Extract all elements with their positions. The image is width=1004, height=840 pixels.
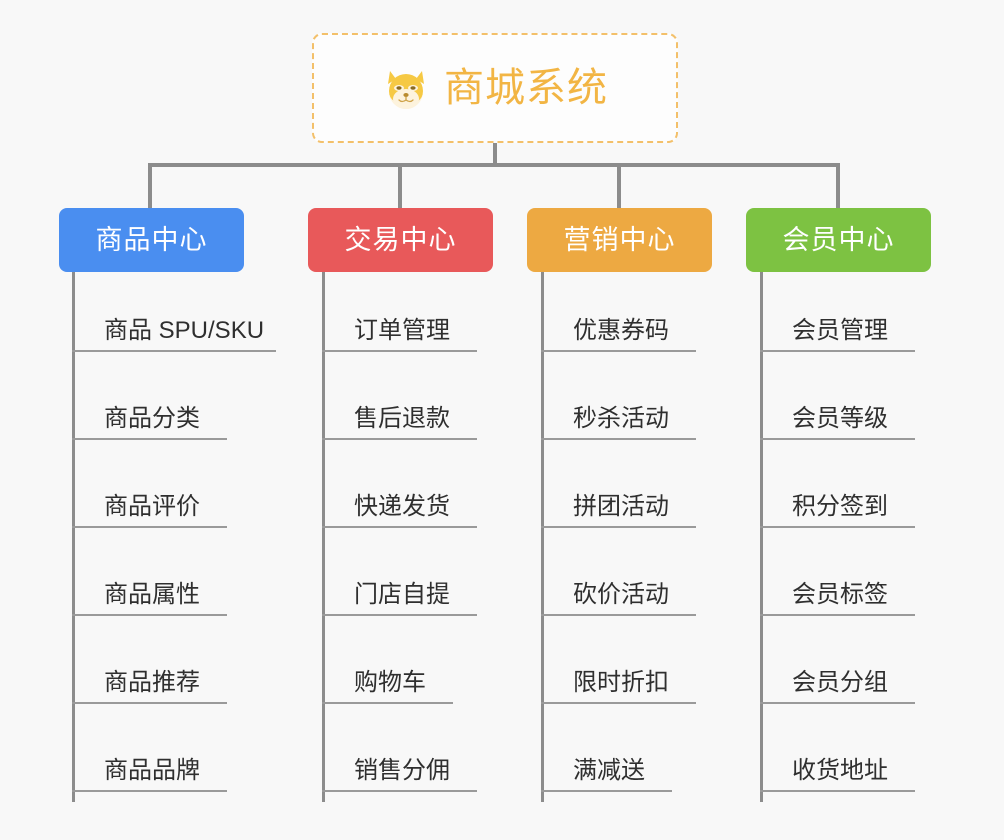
- leaf-underline: [541, 350, 696, 352]
- category-box-product-center[interactable]: 商品中心: [59, 208, 244, 272]
- list-item[interactable]: 快递发货: [322, 440, 477, 528]
- leaf-label: 限时折扣: [573, 669, 669, 696]
- leaf-label: 砍价活动: [573, 581, 669, 608]
- list-item[interactable]: 商品品牌: [72, 704, 227, 792]
- leaf-label: 积分签到: [792, 493, 888, 520]
- list-item[interactable]: 拼团活动: [541, 440, 696, 528]
- leaf-label: 优惠券码: [573, 317, 669, 344]
- list-item[interactable]: 会员管理: [760, 264, 915, 352]
- leaf-spine-product-center: [72, 272, 75, 802]
- list-item[interactable]: 商品分类: [72, 352, 227, 440]
- leaf-underline: [541, 614, 696, 616]
- category-box-member-center[interactable]: 会员中心: [746, 208, 931, 272]
- leaf-label: 快递发货: [354, 493, 450, 520]
- leaf-label: 订单管理: [354, 317, 450, 344]
- category-label: 交易中心: [344, 224, 457, 255]
- list-item[interactable]: 秒杀活动: [541, 352, 696, 440]
- category-label: 会员中心: [782, 224, 895, 255]
- list-item[interactable]: 商品推荐: [72, 616, 227, 704]
- leaf-label: 会员分组: [792, 669, 888, 696]
- list-item[interactable]: 订单管理: [322, 264, 477, 352]
- list-item[interactable]: 购物车: [322, 616, 453, 704]
- leaf-spine-marketing-center: [541, 272, 544, 802]
- leaf-label: 会员标签: [792, 581, 888, 608]
- category-box-marketing-center[interactable]: 营销中心: [527, 208, 712, 272]
- leaf-label: 商品属性: [104, 581, 200, 608]
- leaf-underline: [541, 438, 696, 440]
- connector-drop-3: [617, 163, 621, 210]
- leaf-label: 售后退款: [354, 405, 450, 432]
- category-box-trade-center[interactable]: 交易中心: [308, 208, 493, 272]
- leaf-underline: [322, 350, 477, 352]
- list-item[interactable]: 会员等级: [760, 352, 915, 440]
- list-item[interactable]: 门店自提: [322, 528, 477, 616]
- leaf-label: 商品评价: [104, 493, 200, 520]
- list-item[interactable]: 砍价活动: [541, 528, 696, 616]
- leaf-underline: [541, 702, 696, 704]
- connector-drop-2: [398, 163, 402, 210]
- leaf-label: 购物车: [354, 669, 426, 696]
- leaf-underline: [72, 350, 276, 352]
- leaf-label: 秒杀活动: [573, 405, 669, 432]
- leaf-underline: [760, 526, 915, 528]
- leaf-underline: [322, 702, 453, 704]
- root-node[interactable]: 商城系统: [312, 33, 678, 143]
- leaf-label: 满减送: [573, 757, 645, 784]
- leaf-spine-trade-center: [322, 272, 325, 802]
- list-item[interactable]: 销售分佣: [322, 704, 477, 792]
- leaf-label: 商品品牌: [104, 757, 200, 784]
- list-item[interactable]: 积分签到: [760, 440, 915, 528]
- category-label: 营销中心: [563, 224, 676, 255]
- list-item[interactable]: 商品属性: [72, 528, 227, 616]
- root-title: 商城系统: [444, 66, 608, 110]
- leaf-label: 销售分佣: [354, 757, 450, 784]
- leaf-label: 门店自提: [354, 581, 450, 608]
- leaf-underline: [760, 350, 915, 352]
- leaf-underline: [72, 614, 227, 616]
- connector-drop-1: [148, 163, 152, 210]
- leaf-underline: [322, 614, 477, 616]
- connector-drop-4: [836, 163, 840, 210]
- list-item[interactable]: 满减送: [541, 704, 672, 792]
- leaf-label: 拼团活动: [573, 493, 669, 520]
- leaf-spine-member-center: [760, 272, 763, 802]
- list-item[interactable]: 优惠券码: [541, 264, 696, 352]
- leaf-underline: [541, 526, 696, 528]
- leaf-underline: [322, 438, 477, 440]
- category-label: 商品中心: [95, 224, 208, 255]
- leaf-underline: [72, 790, 227, 792]
- leaf-underline: [72, 526, 227, 528]
- leaf-underline: [322, 526, 477, 528]
- list-item[interactable]: 限时折扣: [541, 616, 696, 704]
- leaf-underline: [541, 790, 672, 792]
- connector-bus-bar: [150, 163, 840, 167]
- list-item[interactable]: 商品评价: [72, 440, 227, 528]
- list-item[interactable]: 会员标签: [760, 528, 915, 616]
- leaf-underline: [760, 702, 915, 704]
- list-item[interactable]: 售后退款: [322, 352, 477, 440]
- leaf-label: 商品分类: [104, 405, 200, 432]
- list-item[interactable]: 商品 SPU/SKU: [72, 264, 276, 352]
- leaf-label: 会员管理: [792, 317, 888, 344]
- shiba-inu-icon: [382, 64, 430, 112]
- list-item[interactable]: 会员分组: [760, 616, 915, 704]
- leaf-label: 收货地址: [792, 757, 888, 784]
- leaf-underline: [760, 438, 915, 440]
- leaf-label: 会员等级: [792, 405, 888, 432]
- leaf-label: 商品推荐: [104, 669, 200, 696]
- list-item[interactable]: 收货地址: [760, 704, 915, 792]
- connector-root-stem: [493, 143, 497, 165]
- leaf-underline: [760, 614, 915, 616]
- leaf-label: 商品 SPU/SKU: [104, 317, 265, 344]
- leaf-underline: [72, 438, 227, 440]
- leaf-underline: [72, 702, 227, 704]
- leaf-underline: [322, 790, 477, 792]
- leaf-underline: [760, 790, 915, 792]
